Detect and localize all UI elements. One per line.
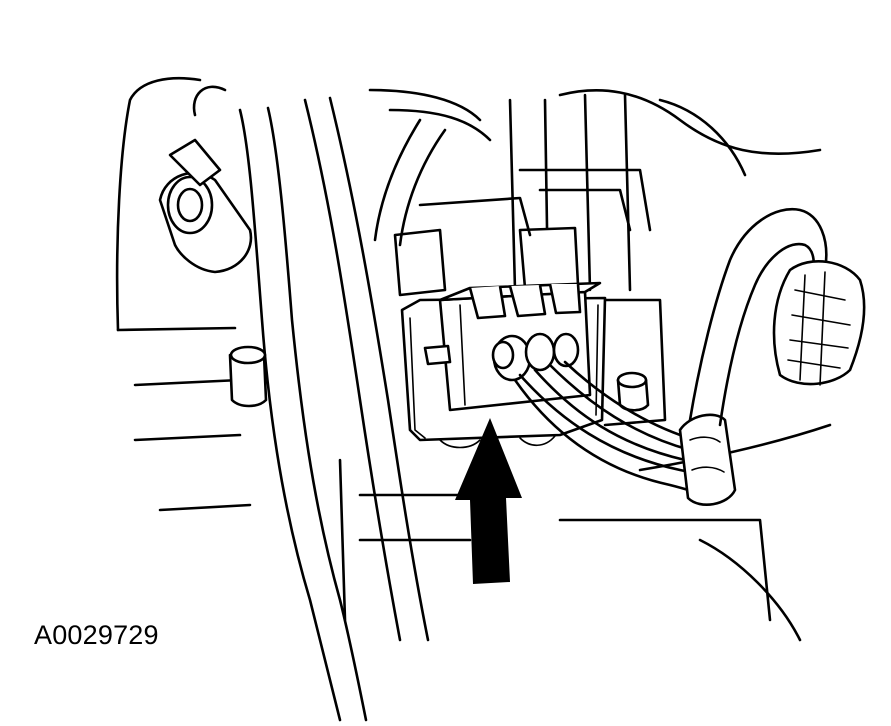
pointer-arrow: [455, 418, 522, 584]
hoses: [238, 88, 492, 722]
figure-id: A0029729: [34, 620, 159, 650]
left-plug: [158, 85, 253, 274]
electrical-connector: [423, 281, 602, 412]
wiring-harness: [513, 207, 866, 506]
